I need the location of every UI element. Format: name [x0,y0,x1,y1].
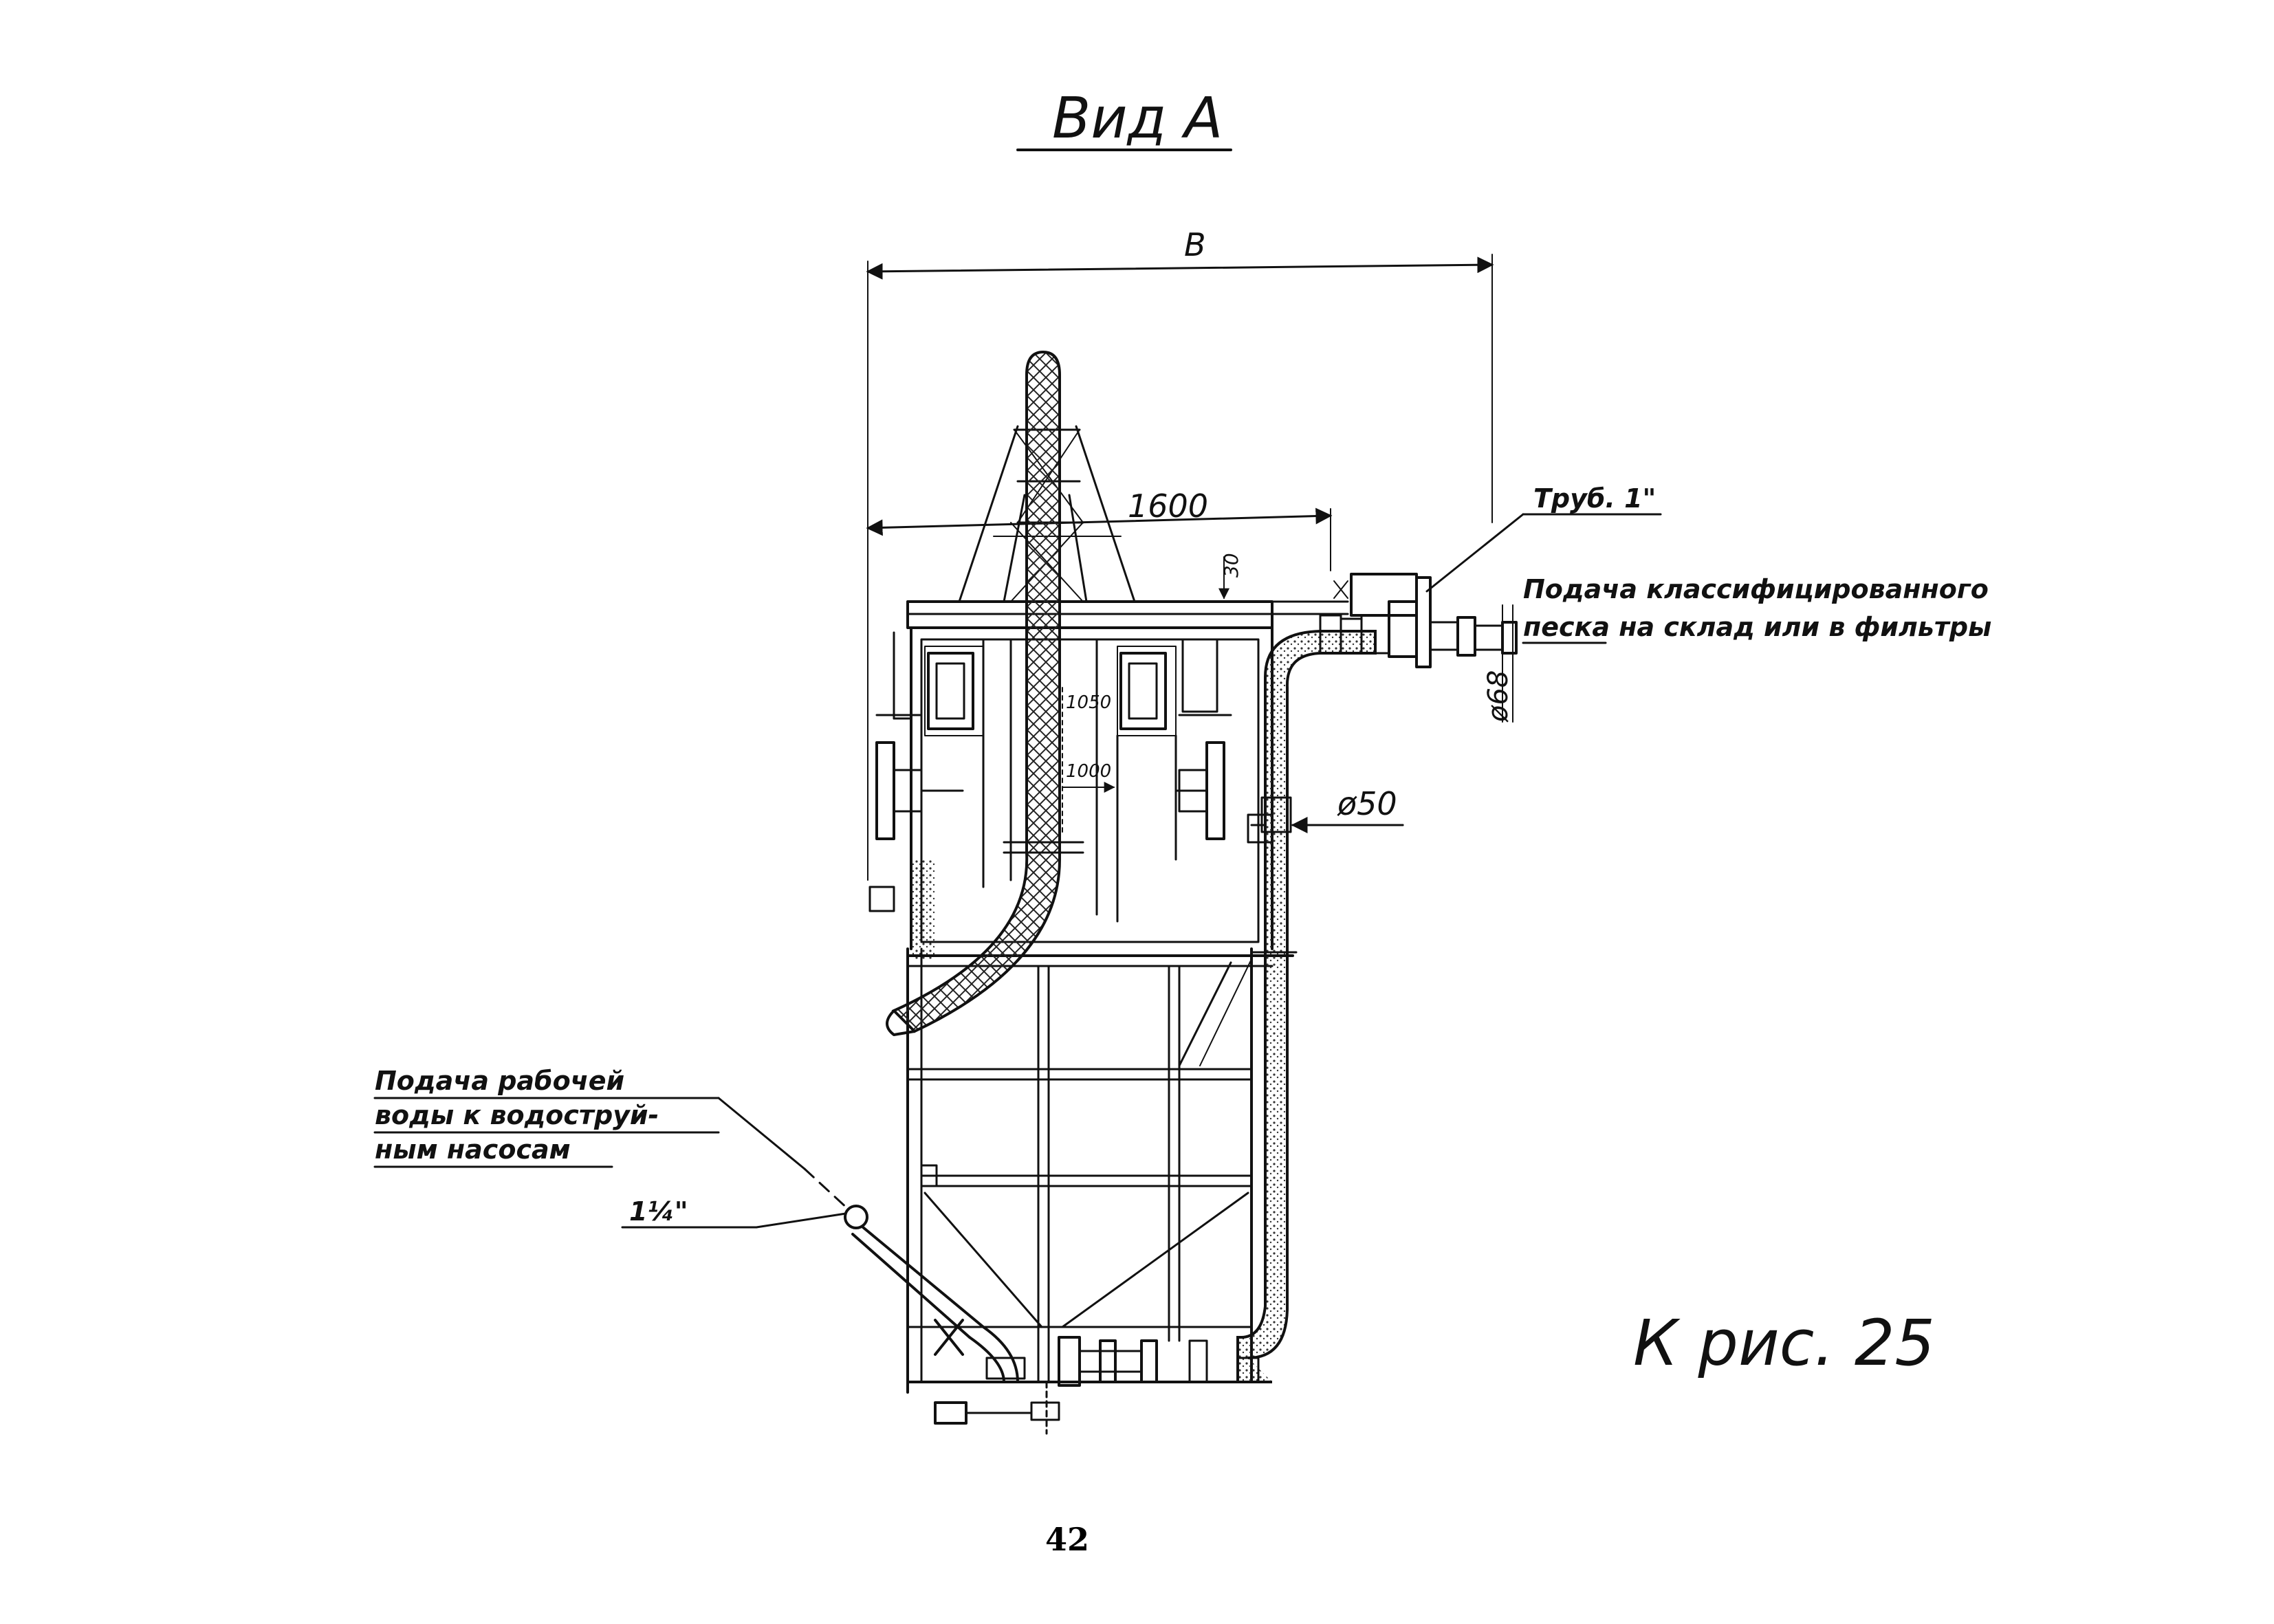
classified-sand-line1: Подача классифицированного [1523,574,1989,604]
lower-frame [906,947,1294,1394]
working-water-line3: ным насосам [375,1134,571,1165]
water-pipe-size-note: 1¼" [621,1196,847,1229]
water-inlet-pipe [844,1205,1208,1435]
working-water-note: Подача рабочей воды к водоструй- ным нас… [373,1066,851,1211]
dimension-1600-label: 1600 [1128,487,1208,525]
figure-caption: К рис. 25 [1633,1306,1935,1380]
left-filter-window [927,652,974,730]
pipe-1inch-note: Труб. 1" [1425,483,1662,593]
dimension-30-label: 30 [1220,553,1243,578]
working-water-line2: воды к водоструй- [375,1100,659,1130]
page-number: 42 [1045,1521,1089,1558]
pipe-label-text: Труб. 1" [1533,483,1656,514]
dimension-phi68: ø68 [1483,604,1514,723]
water-pipe-size-text: 1¼" [629,1196,688,1227]
right-filter-window [1119,652,1167,730]
view-title-text: Вид А [1052,86,1223,151]
dimension-30: 30 [1218,553,1243,600]
discharge-valve-body [1350,573,1418,617]
dimension-1000-label: 1000 [1066,761,1111,782]
main-slurry-pipe [886,350,1084,1036]
dimension-1050-label: 1050 [1066,692,1111,713]
classified-sand-line2: песка на склад или в фильтры [1523,612,1991,642]
dimension-phi50-label: ø50 [1337,785,1397,822]
dimension-1600: 1600 [866,487,1333,571]
view-title: Вид А [1016,86,1232,151]
dimension-overall-label: В [1184,226,1206,263]
discharge-pipe [1236,573,1518,1383]
left-side-valve [868,714,964,912]
dimension-phi68-label: ø68 [1483,670,1514,723]
classified-sand-note: Подача классифицированного песка на скла… [1522,574,1991,644]
working-water-line1: Подача рабочей [375,1066,624,1096]
dimension-phi50: ø50 [1250,785,1404,833]
dimension-overall: В [866,226,1494,881]
